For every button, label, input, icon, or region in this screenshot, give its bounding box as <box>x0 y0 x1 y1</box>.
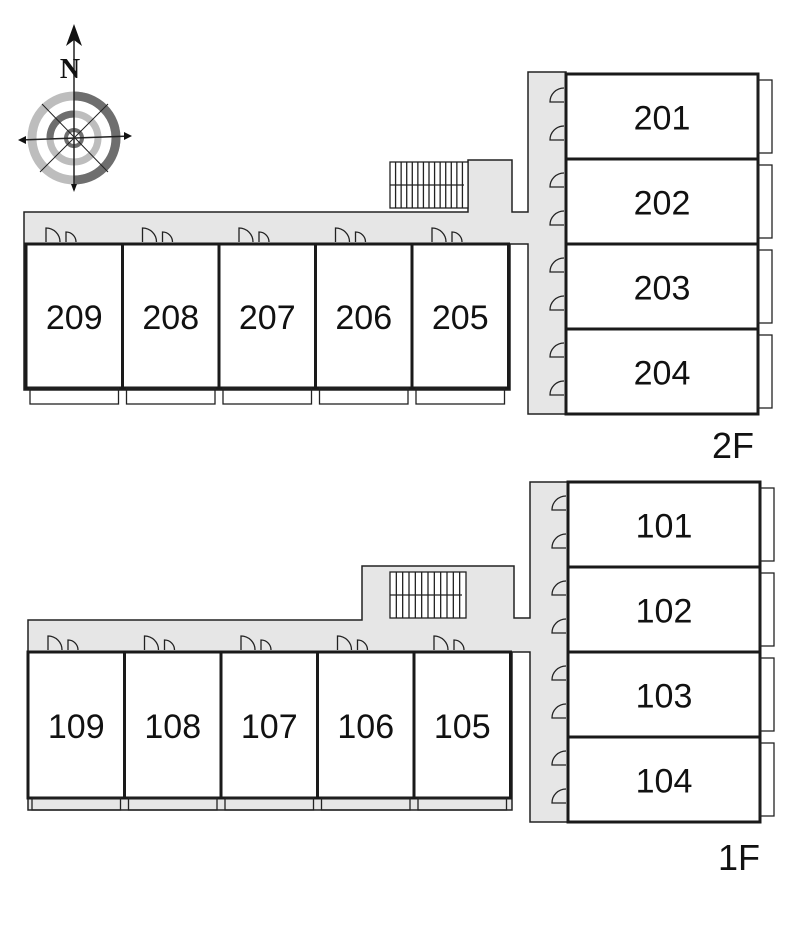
floor-label-1f: 1F <box>718 837 760 878</box>
compass-rose-icon: N <box>18 24 132 192</box>
room-204[interactable]: 204 <box>549 327 773 416</box>
room-label: 201 <box>634 100 691 138</box>
north-label: N <box>60 54 80 85</box>
room-202[interactable]: 202 <box>549 157 773 246</box>
room-209[interactable]: 209 <box>24 227 124 405</box>
room-label: 103 <box>636 678 693 716</box>
floor-2f: 209 208 207 206 205 201 202 203 204 2F <box>23 71 773 466</box>
room-label: 203 <box>634 270 691 308</box>
room-label: 206 <box>335 299 392 337</box>
room-label: 207 <box>239 299 296 337</box>
room-label: 101 <box>636 508 693 546</box>
room-109[interactable]: 109 <box>26 635 126 811</box>
floor-label-2f: 2F <box>712 425 754 466</box>
room-label: 108 <box>144 708 201 746</box>
room-label: 202 <box>634 185 691 223</box>
room-label: 102 <box>636 593 693 631</box>
room-label: 107 <box>241 708 298 746</box>
room-108[interactable]: 108 <box>123 635 223 811</box>
room-label: 109 <box>48 708 105 746</box>
room-label: 209 <box>46 299 103 337</box>
room-103[interactable]: 103 <box>551 650 775 739</box>
room-101[interactable]: 101 <box>551 480 775 569</box>
room-label: 106 <box>337 708 394 746</box>
room-label: 105 <box>434 708 491 746</box>
room-208[interactable]: 208 <box>121 227 221 405</box>
room-206[interactable]: 206 <box>314 227 414 405</box>
room-106[interactable]: 106 <box>316 635 416 811</box>
stair-2f <box>389 161 469 209</box>
room-104[interactable]: 104 <box>551 735 775 824</box>
room-203[interactable]: 203 <box>549 242 773 331</box>
room-105[interactable]: 105 <box>412 635 512 811</box>
room-201[interactable]: 201 <box>549 72 773 161</box>
room-label: 208 <box>142 299 199 337</box>
stair-1f <box>389 571 467 619</box>
room-107[interactable]: 107 <box>219 635 319 811</box>
room-102[interactable]: 102 <box>551 565 775 654</box>
room-label: 205 <box>432 299 489 337</box>
room-207[interactable]: 207 <box>217 227 317 405</box>
room-label: 204 <box>634 355 691 393</box>
room-label: 104 <box>636 763 693 801</box>
floor-1f: 109 108 107 106 105 101 102 103 104 1F <box>26 480 775 878</box>
room-205[interactable]: 205 <box>410 227 510 405</box>
